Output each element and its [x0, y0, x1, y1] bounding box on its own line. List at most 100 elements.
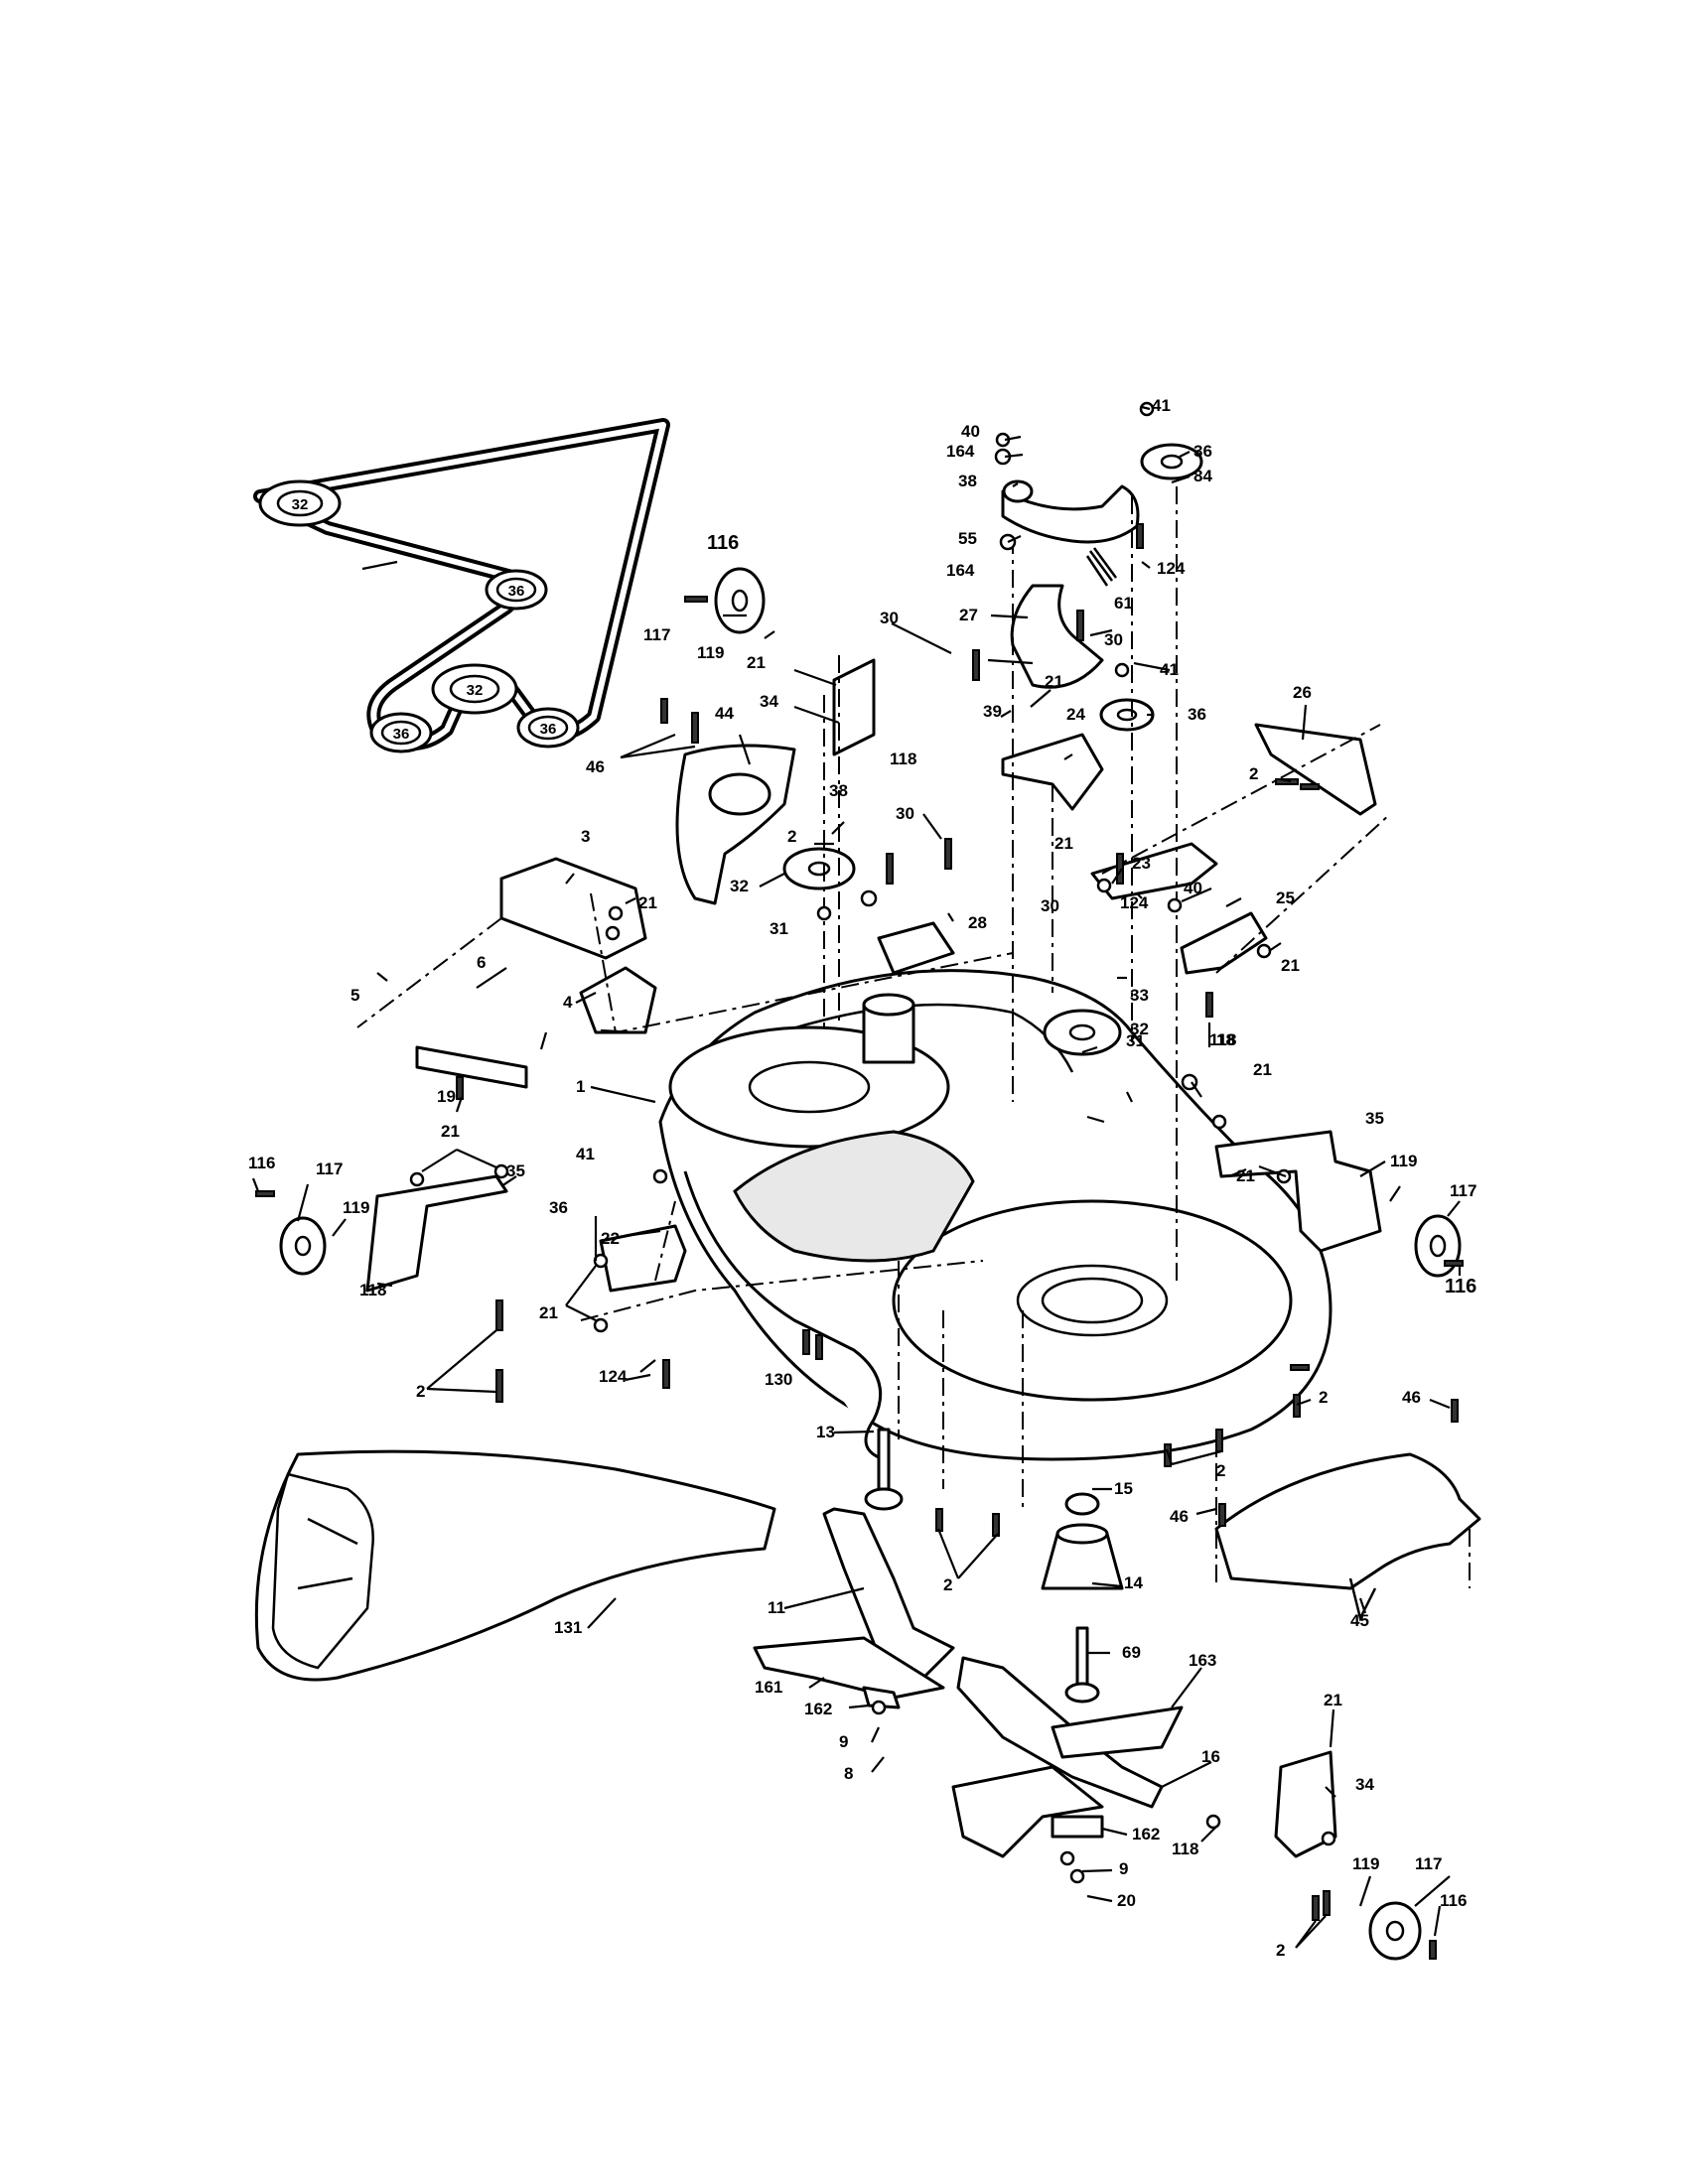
- callout-19: 19: [437, 1087, 456, 1106]
- callout-2: 2: [1319, 1388, 1328, 1407]
- callout-118: 118: [359, 1281, 386, 1299]
- callout-41: 41: [1160, 660, 1179, 679]
- callout-11: 11: [768, 1598, 785, 1617]
- callout-119: 119: [697, 643, 724, 662]
- callout-163: 163: [1189, 1651, 1216, 1670]
- callout-162: 162: [1132, 1825, 1160, 1843]
- callout-45: 45: [1350, 1611, 1369, 1630]
- callout-36: 36: [1193, 442, 1212, 461]
- callout-2: 2: [1276, 1941, 1285, 1960]
- callout-41: 41: [576, 1145, 595, 1163]
- callout-55: 55: [958, 529, 977, 548]
- callout-24: 24: [1066, 705, 1085, 724]
- callout-116: 116: [1445, 1276, 1476, 1297]
- callout-21: 21: [747, 653, 766, 672]
- callout-31: 31: [770, 919, 788, 938]
- callout-118: 118: [1172, 1840, 1198, 1858]
- callout-35: 35: [1365, 1109, 1384, 1128]
- callout-116: 116: [248, 1154, 275, 1172]
- callout-20: 20: [1117, 1891, 1136, 1910]
- callout-40: 40: [1184, 879, 1202, 897]
- callout-36: 36: [549, 1198, 568, 1217]
- callout-34: 34: [760, 692, 778, 711]
- callout-131: 131: [554, 1618, 582, 1637]
- spindles-and-blades: [753, 1428, 1184, 1858]
- callout-25: 25: [1276, 888, 1295, 907]
- callout-39: 39: [983, 702, 1002, 721]
- callout-164: 164: [946, 442, 975, 461]
- callout-117: 117: [1450, 1181, 1476, 1200]
- belt-pulley-1: 32: [258, 479, 342, 527]
- callout-23: 23: [1132, 854, 1151, 873]
- callout-116: 116: [707, 532, 739, 554]
- belt-routing-diagram: 32 36 32 36 36: [253, 418, 670, 753]
- callout-117: 117: [316, 1160, 343, 1178]
- callout-130: 130: [765, 1370, 792, 1389]
- callout-38: 38: [958, 472, 977, 490]
- gauge-wheels: [279, 567, 1462, 1961]
- callout-2: 2: [787, 827, 796, 846]
- discharge-chute: [254, 1449, 776, 1682]
- callout-162: 162: [804, 1700, 832, 1718]
- callout-46: 46: [586, 757, 605, 776]
- callout-164: 164: [946, 561, 975, 580]
- callout-38: 38: [829, 781, 848, 800]
- callout-14: 14: [1124, 1573, 1143, 1592]
- belt-pulley-5: 36: [516, 707, 580, 749]
- belt-pulley-3: 32: [431, 663, 518, 715]
- callout-30: 30: [1041, 896, 1059, 915]
- callout-46: 46: [1170, 1507, 1189, 1526]
- callout-44: 44: [715, 704, 734, 723]
- callout-18: 18: [1216, 1030, 1235, 1049]
- callout-124: 124: [1120, 893, 1149, 912]
- belt-pulley-label: 32: [292, 496, 309, 513]
- callout-119: 119: [343, 1198, 369, 1217]
- callout-117: 117: [1415, 1854, 1442, 1873]
- callout-21: 21: [1054, 834, 1073, 853]
- callout-117: 117: [643, 625, 670, 644]
- callout-46: 46: [1402, 1388, 1421, 1407]
- callout-21: 21: [1253, 1060, 1272, 1079]
- belt-pulley-2: 36: [485, 569, 548, 611]
- belt-pulley-label: 36: [540, 721, 557, 738]
- callout-21: 21: [1236, 1166, 1255, 1185]
- callout-118: 118: [1209, 1030, 1236, 1049]
- callout-116: 116: [1440, 1891, 1467, 1910]
- callout-21: 21: [539, 1303, 558, 1322]
- callout-16: 16: [1201, 1747, 1220, 1766]
- leader-lines: [251, 405, 1462, 1949]
- belt-callout-group: [361, 560, 398, 571]
- callout-1: 1: [576, 1077, 585, 1096]
- callout-2: 2: [1216, 1461, 1225, 1480]
- callout-84: 84: [1193, 467, 1212, 485]
- callout-5: 5: [351, 986, 359, 1005]
- callout-33: 33: [1130, 986, 1149, 1005]
- callout-124: 124: [1157, 559, 1186, 578]
- callout-4: 4: [563, 993, 573, 1012]
- callout-32: 32: [1130, 1020, 1149, 1038]
- deck-housing: [658, 969, 1333, 1461]
- callout-21: 21: [441, 1122, 460, 1141]
- right-baffle: [1214, 1452, 1481, 1622]
- belt-pulley-label: 36: [508, 583, 525, 600]
- callout-118: 118: [890, 750, 916, 768]
- assembly-reference-lines: [356, 486, 1471, 1588]
- callout-119: 119: [1390, 1152, 1417, 1170]
- callout-3: 3: [581, 827, 590, 846]
- callout-labels: 41 40 164 36 84 38 55 164 124 116 61 30 …: [248, 396, 1476, 1960]
- callout-15: 15: [1114, 1479, 1133, 1498]
- callout-6: 6: [477, 953, 486, 972]
- callout-31: 31: [1126, 1031, 1145, 1050]
- callout-30: 30: [1104, 630, 1123, 649]
- callout-34: 34: [1355, 1775, 1374, 1794]
- idler-arm-assembly: [1001, 443, 1377, 975]
- callout-2: 2: [1249, 764, 1258, 783]
- belt-pulley-label: 32: [467, 682, 484, 699]
- belt-pulley-4: 36: [369, 712, 433, 753]
- callout-21: 21: [1324, 1691, 1342, 1709]
- callout-30: 30: [896, 804, 914, 823]
- callout-41: 41: [1152, 396, 1171, 415]
- callout-2: 2: [943, 1575, 952, 1594]
- callout-9: 9: [1119, 1859, 1128, 1878]
